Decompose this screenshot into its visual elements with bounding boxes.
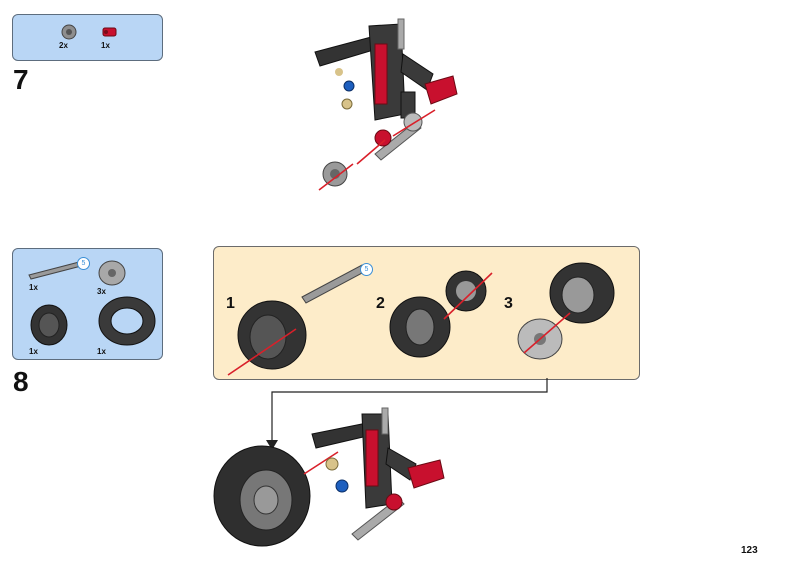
step8-part-qty: 1x bbox=[97, 347, 106, 356]
step7-number: 7 bbox=[13, 64, 29, 95]
step7-model bbox=[314, 18, 458, 191]
axle-length-badge: 5 bbox=[77, 257, 90, 270]
bush-part-icon bbox=[61, 24, 77, 40]
rim-part-icon bbox=[30, 304, 68, 346]
step7-part-qty: 1x bbox=[101, 41, 110, 50]
callout-connector-arrow bbox=[266, 378, 548, 450]
step7-parts-box: 2x 1x bbox=[12, 14, 163, 61]
substep3-assembly bbox=[517, 262, 615, 360]
step8-final-model bbox=[213, 407, 445, 547]
substep2-assembly bbox=[389, 270, 493, 358]
step8-part-qty: 3x bbox=[97, 287, 106, 296]
page-number: 123 bbox=[741, 545, 758, 556]
step8-part-qty: 1x bbox=[29, 283, 38, 292]
step8-number: 8 bbox=[13, 366, 29, 397]
step7-part-qty: 2x bbox=[59, 41, 68, 50]
hub-part-icon bbox=[98, 260, 126, 286]
step8-part-qty: 1x bbox=[29, 347, 38, 356]
subassembly-callout: 1 5 2 3 bbox=[213, 246, 640, 380]
substep-number: 1 bbox=[226, 295, 235, 312]
substep-number: 2 bbox=[376, 295, 385, 312]
callout-axle-length-badge: 5 bbox=[360, 263, 373, 276]
step8-parts-box: 5 1x 3x 1x 1x bbox=[12, 248, 163, 360]
tire-part-icon bbox=[98, 296, 156, 346]
substep1-assembly bbox=[227, 264, 367, 376]
substep-number: 3 bbox=[504, 295, 513, 312]
red-connector-part-icon bbox=[102, 27, 117, 37]
